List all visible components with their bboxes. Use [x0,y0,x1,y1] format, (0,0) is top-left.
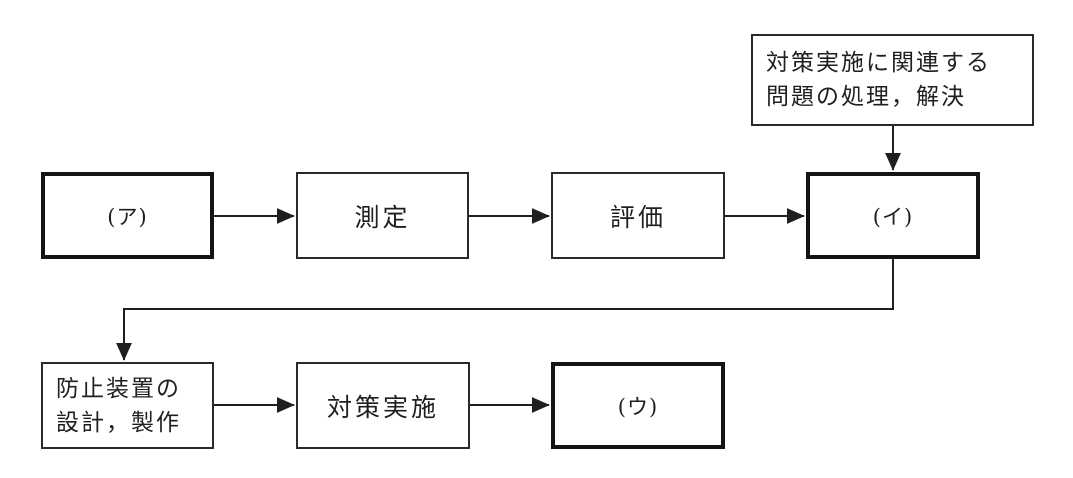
flow-box-prevention-device-design: 防止装置の 設計，製作 [41,362,214,449]
note-box-problem-handling: 対策実施に関連する 問題の処理，解決 [751,34,1034,126]
flow-box-blank-u: (ウ) [551,362,725,449]
flow-box-blank-u-label: (ウ) [617,394,659,419]
note-box-line1: 対策実施に関連する [766,50,991,76]
flow-box-measurement: 測定 [296,172,469,259]
flow-box-blank-a-label: (ア) [107,204,148,229]
note-box-line2: 問題の処理，解決 [766,84,966,110]
flow-box-implementation-label: 対策実施 [326,392,439,422]
flow-box-blank-a: (ア) [41,172,214,259]
flow-box-blank-i: (イ) [806,172,980,259]
elbow-connector-blank-i-to-device-design [116,259,894,361]
flow-box-evaluation: 評価 [551,172,725,259]
flow-box-countermeasure-implementation: 対策実施 [296,362,470,449]
flow-box-evaluation-label: 評価 [609,202,666,232]
flow-box-measurement-label: 測定 [354,202,411,232]
flow-box-device-line1: 防止装置の [56,375,181,402]
flow-box-device-line2: 設計，製作 [56,409,181,436]
flow-box-blank-i-label: (イ) [872,204,914,229]
